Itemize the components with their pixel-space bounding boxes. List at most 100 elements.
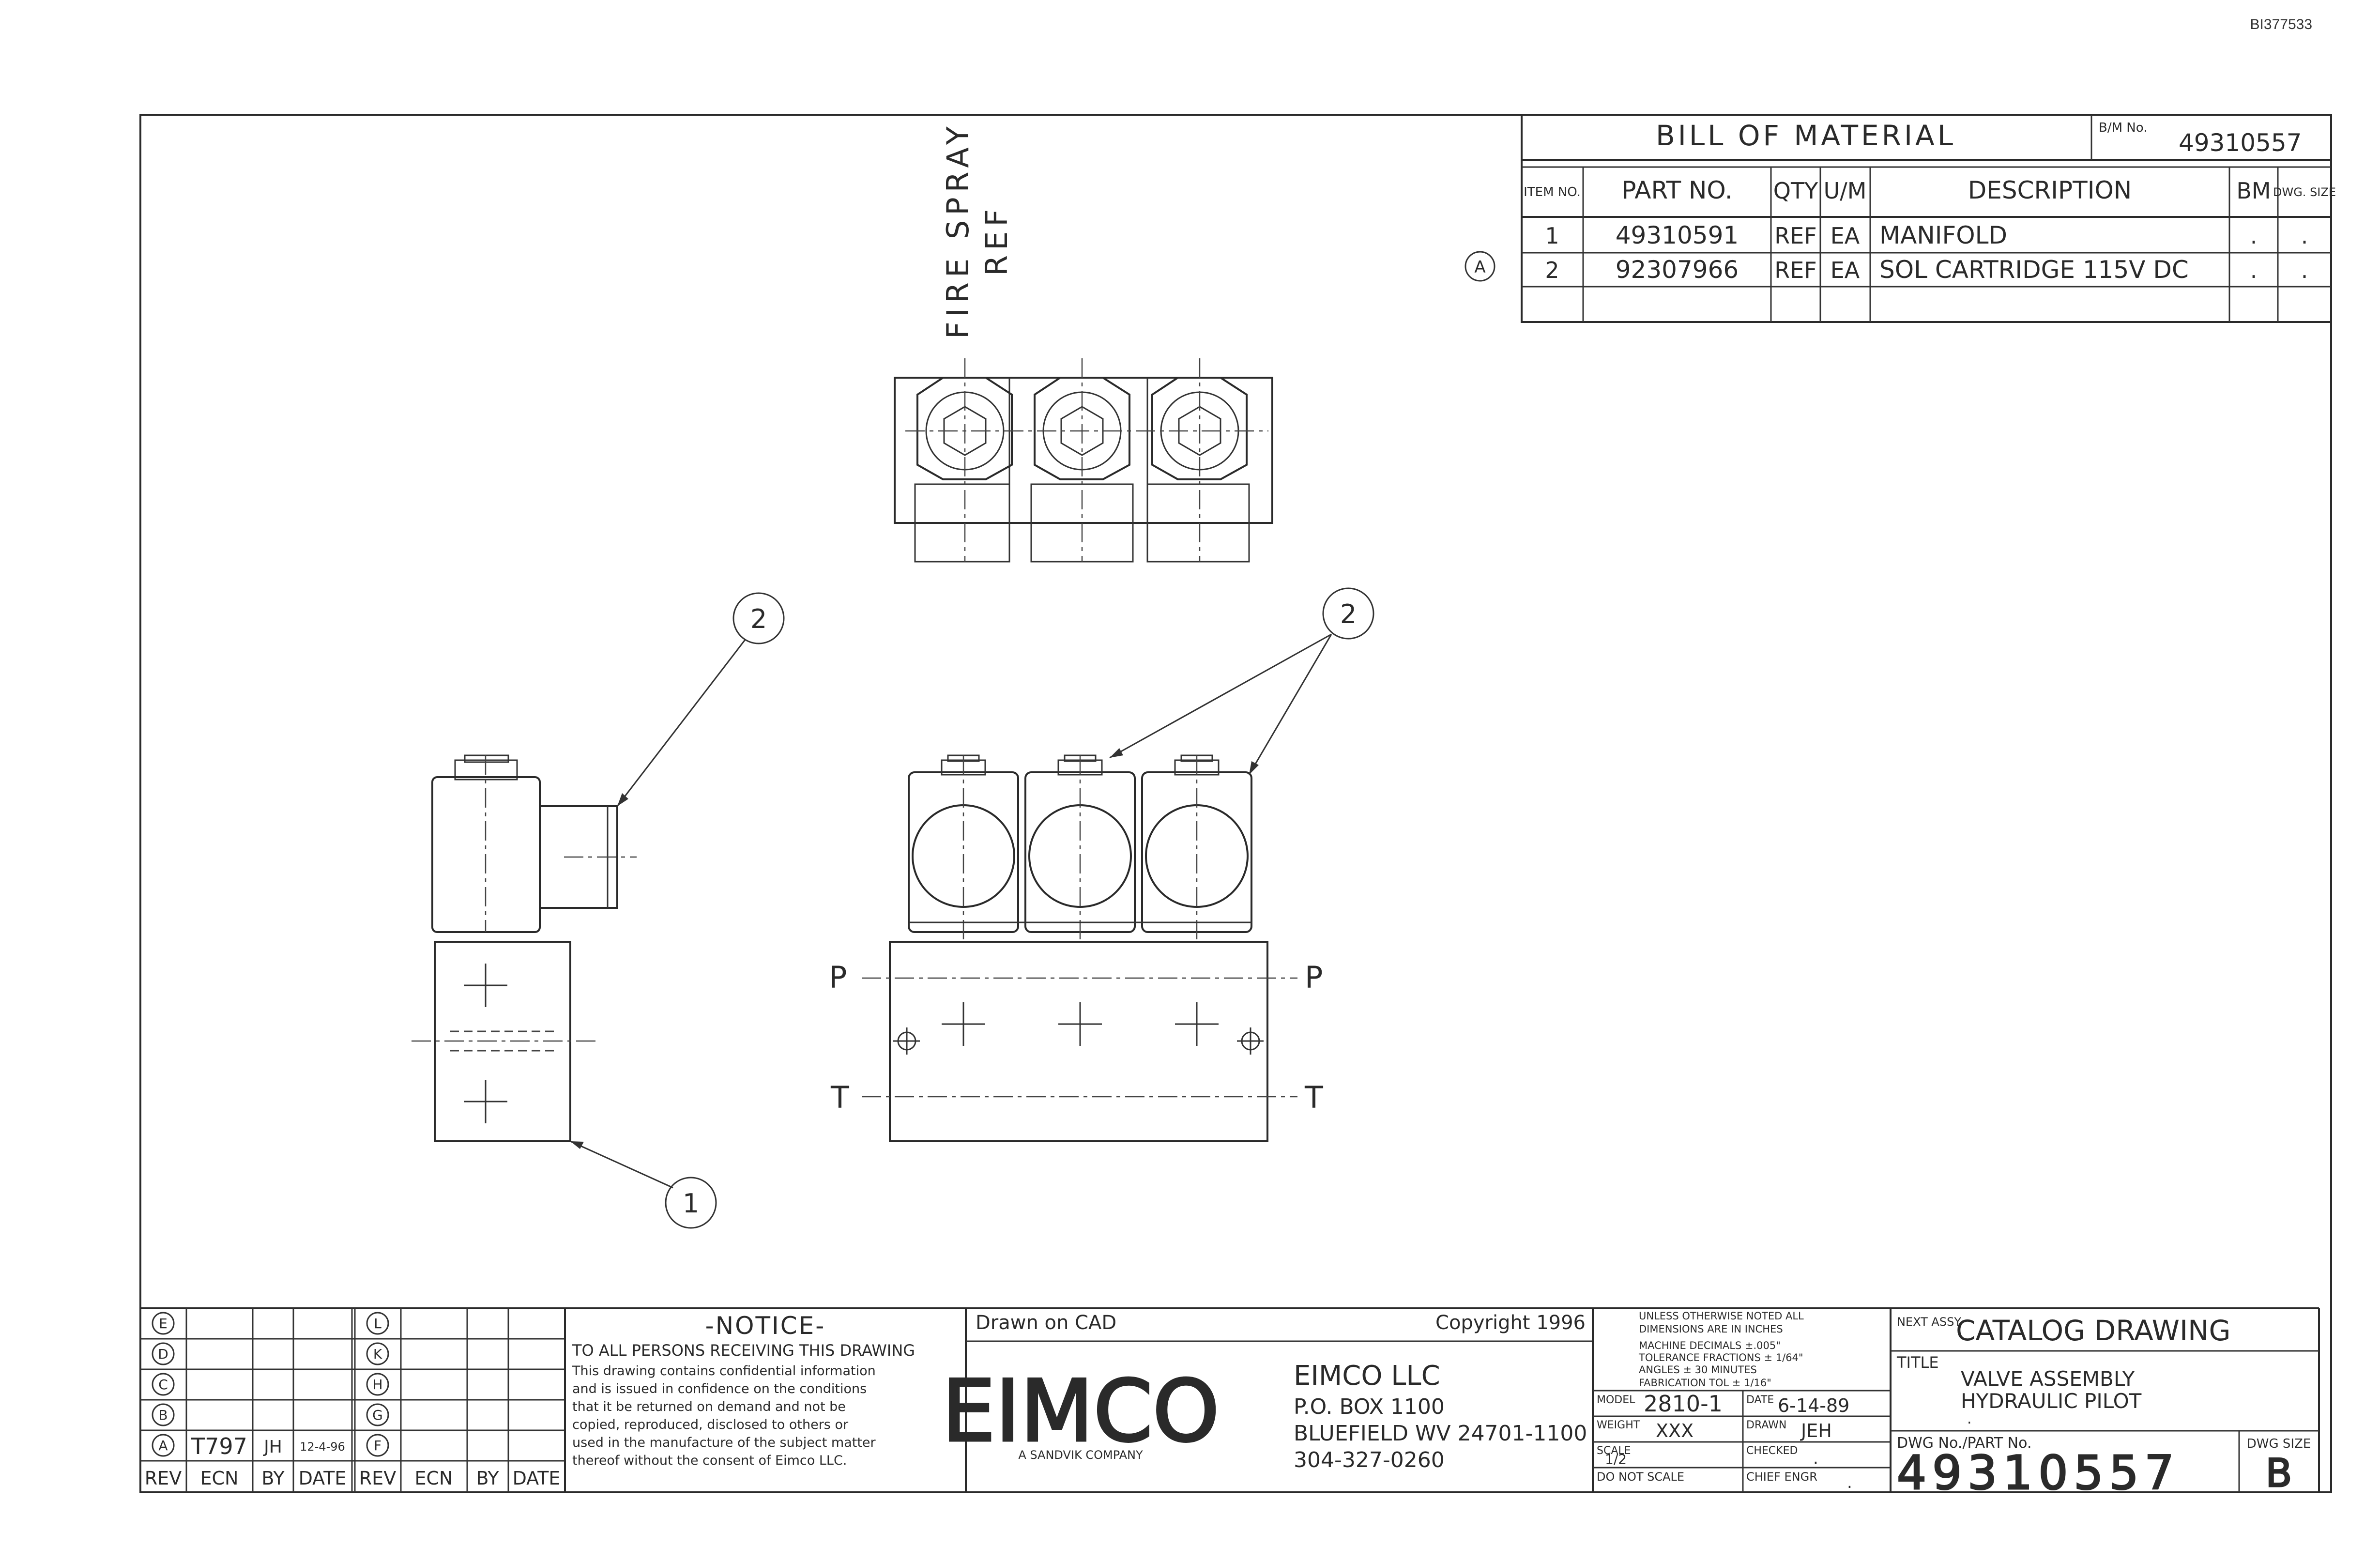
- do-not-scale: DO NOT SCALE: [1597, 1470, 1684, 1484]
- port-p-left: P: [829, 960, 847, 995]
- title-line-3: .: [1967, 1410, 1972, 1427]
- top-label-ref: REF: [979, 204, 1014, 276]
- rev-header-date: DATE: [299, 1468, 347, 1489]
- rev-header-date-2: DATE: [513, 1468, 561, 1489]
- bill-of-material: BILL OF MATERIAL B/M No. 49310557 ITEM N…: [1465, 114, 2336, 323]
- drawn-label: DRAWN: [1746, 1419, 1786, 1431]
- title-block: E D C B A L K H G F T797 JH 12-4-96 REV …: [140, 1307, 2320, 1501]
- company-address-2: BLUEFIELD WV 24701-1100: [1294, 1421, 1587, 1446]
- dwg-no-value: 49310557: [1897, 1446, 2180, 1500]
- rev-header-ecn-2: ECN: [415, 1468, 453, 1489]
- rev-letter-d: D: [158, 1346, 168, 1362]
- bom-title: BILL OF MATERIAL: [1656, 119, 1956, 152]
- bom-revision-marker: [1465, 251, 1495, 282]
- rev-a-by: JH: [263, 1437, 282, 1457]
- tolerance-line-5: ANGLES ± 30 MINUTES: [1639, 1364, 1757, 1376]
- drawn-value: JEH: [1800, 1420, 1832, 1441]
- next-assy-label: NEXT ASSY.: [1897, 1315, 1963, 1329]
- tolerance-line-1: UNLESS OTHERWISE NOTED ALL: [1639, 1310, 1804, 1322]
- bom-header-part: PART NO.: [1621, 176, 1732, 204]
- notice-line-4: copied, reproduced, disclosed to others …: [572, 1417, 849, 1432]
- rev-header-by-2: BY: [476, 1468, 499, 1489]
- eimco-logo: EIMCO: [942, 1363, 1219, 1461]
- rev-header-rev-2: REV: [359, 1468, 396, 1489]
- bom-header-qty: QTY: [1773, 178, 1818, 204]
- rev-letter-k: K: [373, 1346, 382, 1362]
- notice-line-2: and is issued in confidence on the condi…: [572, 1381, 867, 1396]
- company-address-1: P.O. BOX 1100: [1294, 1394, 1445, 1419]
- title-line-2: HYDRAULIC PILOT: [1961, 1389, 2142, 1413]
- bom-number: 49310557: [2179, 129, 2302, 157]
- dwg-no-label: DWG No./PART No.: [1897, 1435, 2031, 1452]
- bom-revision-marker-letter: A: [1474, 258, 1485, 277]
- bom-row2-part: 92307966: [1616, 256, 1739, 284]
- sheet-border: [139, 114, 2332, 1493]
- dwg-size-label: DWG SIZE: [2247, 1437, 2311, 1451]
- weight-value: XXX: [1656, 1420, 1693, 1441]
- bom-number-label: B/M No.: [2099, 121, 2147, 135]
- scale-label: SCALE: [1597, 1445, 1631, 1457]
- model-value: 2810-1: [1644, 1391, 1723, 1417]
- front-view: [862, 633, 1332, 1142]
- bom-header-bm: BM: [2236, 178, 2271, 204]
- bom-row1-size: .: [2301, 223, 2308, 249]
- port-t-right: T: [1304, 1080, 1324, 1115]
- bom-row2-size: .: [2301, 257, 2308, 283]
- balloon-side-2-label: 2: [750, 604, 767, 634]
- bom-row2-qty: REF: [1774, 257, 1817, 283]
- tolerance-line-4: TOLERANCE FRACTIONS ± 1/64": [1638, 1352, 1803, 1363]
- model-label: MODEL: [1597, 1394, 1635, 1406]
- bom-row1-description: MANIFOLD: [1879, 221, 2007, 249]
- checked-label: CHECKED: [1746, 1445, 1798, 1457]
- copyright: Copyright 1996: [1435, 1312, 1586, 1334]
- bom-row1-bm: .: [2250, 223, 2258, 249]
- rev-letter-a: A: [158, 1438, 168, 1454]
- chief-engr-label: CHIEF ENGR: [1746, 1470, 1817, 1484]
- eimco-logo-subtitle: A SANDVIK COMPANY: [1018, 1448, 1143, 1462]
- top-view: FIRE SPRAY REF: [894, 122, 1273, 563]
- balloon-side-1: [665, 1177, 717, 1229]
- tolerance-line-3: MACHINE DECIMALS ±.005": [1639, 1340, 1781, 1351]
- rev-a-ecn: T797: [191, 1433, 247, 1459]
- rev-a-date: 12-4-96: [300, 1440, 345, 1454]
- bom-row1-item: 1: [1545, 223, 1559, 249]
- title-label: TITLE: [1896, 1353, 1939, 1372]
- bom-row2-description: SOL CARTRIDGE 115V DC: [1879, 256, 2189, 284]
- rev-header-by: BY: [261, 1468, 285, 1489]
- date-label: DATE: [1746, 1394, 1774, 1406]
- checked-value: .: [1813, 1449, 1818, 1468]
- rev-letter-e: E: [159, 1316, 168, 1332]
- document-id: BI377533: [2250, 16, 2312, 32]
- dwg-size-value: B: [2266, 1451, 2292, 1496]
- port-p-right: P: [1305, 960, 1323, 995]
- top-label-fire-spray: FIRE SPRAY: [940, 122, 976, 339]
- notice-heading: TO ALL PERSONS RECEIVING THIS DRAWING: [572, 1341, 915, 1360]
- rev-letter-b: B: [158, 1407, 168, 1423]
- company-phone: 304-327-0260: [1294, 1448, 1445, 1472]
- notice-title: -NOTICE-: [705, 1312, 826, 1340]
- tolerance-line-6: FABRICATION TOL ± 1/16": [1639, 1377, 1771, 1389]
- rev-letter-h: H: [372, 1377, 382, 1393]
- scale-value: 1/2: [1605, 1451, 1627, 1467]
- balloon-front-2: [1322, 587, 1374, 640]
- notice-line-3: that it be returned on demand and not be: [572, 1399, 846, 1414]
- next-assy-value: CATALOG DRAWING: [1956, 1314, 2230, 1347]
- tolerance-line-2: DIMENSIONS ARE IN INCHES: [1639, 1323, 1783, 1335]
- rev-letter-g: G: [372, 1407, 383, 1423]
- side-view: [412, 639, 747, 1189]
- port-t-left: T: [830, 1080, 850, 1115]
- rev-header-ecn: ECN: [200, 1468, 239, 1489]
- company-name: EIMCO LLC: [1294, 1360, 1440, 1392]
- bom-header-description: DESCRIPTION: [1968, 176, 2132, 204]
- rev-letter-l: L: [374, 1316, 381, 1332]
- bom-row2-bm: .: [2250, 257, 2258, 283]
- title-line-1: VALVE ASSEMBLY: [1961, 1367, 2135, 1391]
- rev-letter-f: F: [374, 1438, 381, 1454]
- bom-header-size: DWG. SIZE: [2273, 185, 2336, 199]
- drawn-on-cad: Drawn on CAD: [976, 1312, 1116, 1334]
- date-value: 6-14-89: [1778, 1395, 1849, 1416]
- bom-header-um: U/M: [1824, 178, 1867, 204]
- bom-row1-part: 49310591: [1616, 221, 1739, 249]
- weight-label: WEIGHT: [1597, 1419, 1640, 1431]
